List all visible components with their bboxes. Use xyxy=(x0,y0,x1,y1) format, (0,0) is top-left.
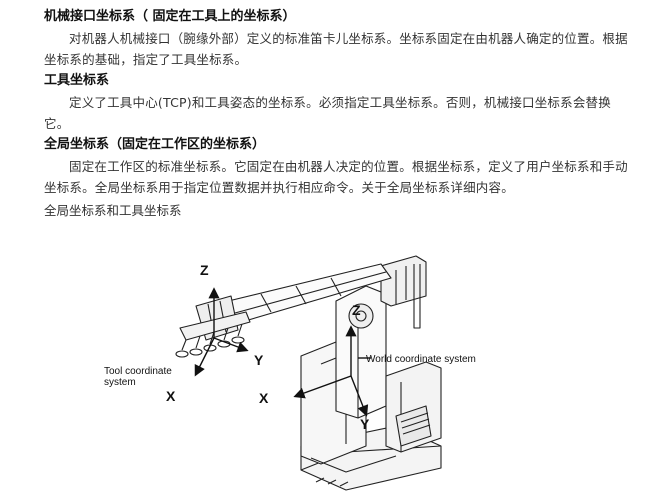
section-heading-tool: 工具坐标系 xyxy=(44,73,110,88)
robot-gripper xyxy=(179,311,251,341)
world-x-axis-label: X xyxy=(259,390,269,406)
document-body: 机械接口坐标系（ 固定在工具上的坐标系） 对机器人机械接口（腕缘外部）定义的标准… xyxy=(44,6,634,221)
tool-z-axis-label: Z xyxy=(200,262,209,278)
section-text-mechanical-interface: 对机器人机械接口（腕缘外部）定义的标准笛卡儿坐标系。坐标系固定在由机器人确定的位… xyxy=(44,31,628,67)
tool-coordinate-system-label-line1: Tool coordinate xyxy=(104,366,172,377)
section-text-world: 固定在工作区的标准坐标系。它固定在由机器人决定的位置。根据坐标系，定义了用户坐标… xyxy=(44,159,628,195)
section-heading-world: 全局坐标系（固定在工作区的坐标系） xyxy=(44,137,266,152)
world-z-axis-label: Z xyxy=(352,302,361,318)
tool-coordinate-system-label-line2: system xyxy=(104,377,136,388)
figure-caption: 全局坐标系和工具坐标系 xyxy=(44,203,182,218)
tool-x-axis-label: X xyxy=(166,388,176,404)
robot-joint xyxy=(348,303,374,329)
tool-y-axis-label: Y xyxy=(254,352,264,368)
section-heading-mechanical-interface: 机械接口坐标系（ 固定在工具上的坐标系） xyxy=(44,9,296,24)
world-y-axis-label: Y xyxy=(360,416,370,432)
robot-coordinate-figure: Z Y X Z X Y Tool coordinate system World… xyxy=(96,246,546,494)
section-text-tool: 定义了工具中心(TCP)和工具姿态的坐标系。必须指定工具坐标系。否则，机械接口坐… xyxy=(44,95,611,131)
world-coordinate-system-label: World coordinate system xyxy=(366,354,476,365)
robot-illustration xyxy=(175,255,442,491)
